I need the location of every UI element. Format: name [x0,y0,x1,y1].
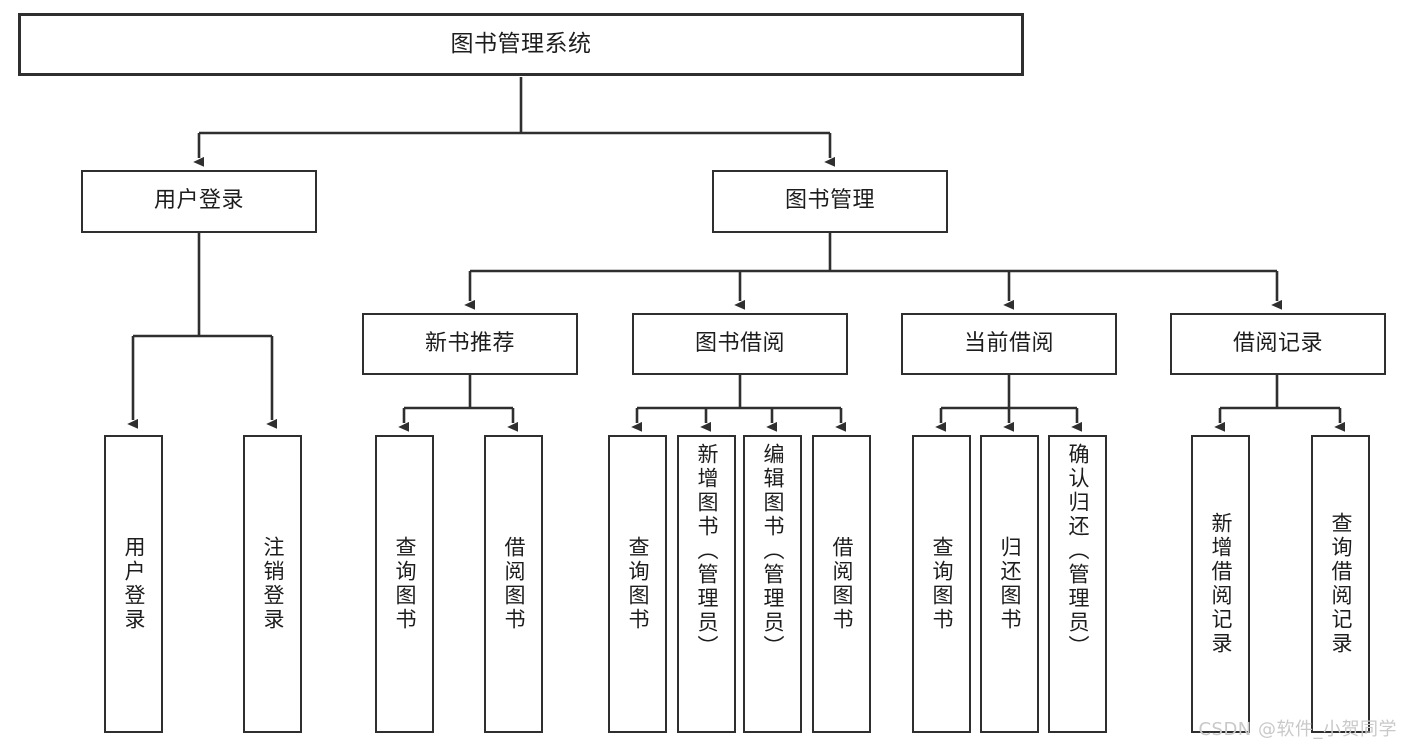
node-leaf-edit-book-label: 编辑图书（管理员） [761,443,785,659]
node-leaf-return-book-label: 归还图书 [998,536,1022,632]
node-leaf-query-book-3-label: 查询图书 [930,536,954,632]
node-book-manage-label: 图书管理 [784,188,875,214]
node-leaf-add-book-label: 新增图书（管理员） [695,443,719,659]
node-leaf-borrow-book-1-label: 借阅图书 [502,536,526,632]
node-leaf-borrow-book-2[interactable]: 借阅图书 [812,435,871,733]
node-leaf-add-record-label: 新增借阅记录 [1209,512,1233,656]
node-leaf-add-book[interactable]: 新增图书（管理员） [677,435,736,733]
node-leaf-logout-login-label: 注销登录 [261,536,285,632]
node-current-borrow-label: 当前借阅 [963,330,1054,356]
node-leaf-add-record[interactable]: 新增借阅记录 [1191,435,1250,733]
node-new-book-recommend-label: 新书推荐 [424,330,515,356]
node-user-login-label: 用户登录 [153,188,244,214]
node-book-borrow-label: 图书借阅 [694,330,785,356]
node-leaf-query-book-3[interactable]: 查询图书 [912,435,971,733]
node-book-manage[interactable]: 图书管理 [712,170,948,233]
node-leaf-query-record-label: 查询借阅记录 [1329,512,1353,656]
node-leaf-query-record[interactable]: 查询借阅记录 [1311,435,1370,733]
node-leaf-user-login-label: 用户登录 [122,536,146,632]
node-root-label: 图书管理系统 [450,30,592,57]
node-leaf-query-book-1[interactable]: 查询图书 [375,435,434,733]
node-leaf-user-login[interactable]: 用户登录 [104,435,163,733]
node-leaf-query-book-1-label: 查询图书 [393,536,417,632]
watermark-text: CSDN @软件_小贺同学 [1198,719,1397,740]
node-leaf-confirm-return-label: 确认归还（管理员） [1066,443,1090,659]
node-leaf-query-book-2[interactable]: 查询图书 [608,435,667,733]
node-user-login[interactable]: 用户登录 [81,170,317,233]
node-leaf-edit-book[interactable]: 编辑图书（管理员） [743,435,802,733]
node-book-borrow[interactable]: 图书借阅 [632,313,848,375]
node-borrow-record[interactable]: 借阅记录 [1170,313,1386,375]
node-borrow-record-label: 借阅记录 [1232,330,1323,356]
node-leaf-borrow-book-2-label: 借阅图书 [830,536,854,632]
node-leaf-query-book-2-label: 查询图书 [626,536,650,632]
node-leaf-borrow-book-1[interactable]: 借阅图书 [484,435,543,733]
node-leaf-logout-login[interactable]: 注销登录 [243,435,302,733]
node-new-book-recommend[interactable]: 新书推荐 [362,313,578,375]
node-leaf-confirm-return[interactable]: 确认归还（管理员） [1048,435,1107,733]
node-leaf-return-book[interactable]: 归还图书 [980,435,1039,733]
node-current-borrow[interactable]: 当前借阅 [901,313,1117,375]
node-root[interactable]: 图书管理系统 [18,13,1024,76]
